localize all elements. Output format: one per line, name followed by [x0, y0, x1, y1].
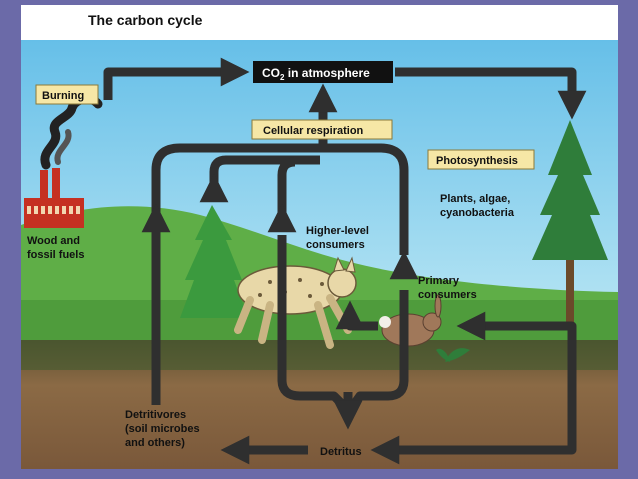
burning-label: Burning: [42, 90, 84, 102]
co2-label: CO2 in atmosphere: [262, 66, 370, 82]
cellular-respiration-label: Cellular respiration: [263, 125, 364, 137]
arrow-tree-to-detritus: [370, 330, 577, 465]
diagram-title: The carbon cycle: [88, 12, 203, 28]
photosynthesis-box: [427, 149, 535, 170]
primary-label-line1: Primary: [418, 275, 460, 287]
wood-fossil-fuels-label: Wood and fossil fuels: [27, 235, 84, 261]
detritivores-label: Detritivores (soil microbes and others): [125, 409, 203, 449]
detritivores-label-line2: (soil microbes: [125, 423, 200, 435]
smoke-plume-2: [54, 129, 72, 165]
plants-label: Plants, algae, cyanobacteria: [440, 193, 515, 219]
wood-label-line1: Wood and: [27, 235, 80, 247]
plants-label-line2: cyanobacteria: [440, 207, 515, 219]
arrow-primary-to-higher: [335, 300, 378, 331]
arrow-photosynthesis-to-primary: [456, 311, 577, 341]
co2-label-sub: 2: [280, 73, 285, 82]
arrow-burning-to-co2: [103, 57, 250, 100]
arrow-co2-to-photosynthesis: [395, 67, 587, 120]
wood-label-line2: fossil fuels: [27, 249, 84, 261]
topsoil-band: [21, 340, 618, 370]
detritivores-label-line1: Detritivores: [125, 409, 186, 421]
higher-label-line1: Higher-level: [306, 225, 369, 237]
small-plant-icon: [436, 348, 470, 362]
small-tree-icon: [180, 205, 248, 318]
higher-level-consumers-label: Higher-level consumers: [306, 225, 372, 251]
cycle-arrows: [103, 57, 587, 465]
cellular-respiration-box: [251, 119, 393, 140]
co2-label-rest: in atmosphere: [284, 66, 370, 80]
primary-label-line2: consumers: [418, 289, 477, 301]
primary-consumers-label: Primary consumers: [418, 275, 477, 301]
co2-label-main: CO: [262, 66, 280, 80]
factory-icon: [24, 168, 84, 228]
co2-box: [253, 61, 393, 83]
detritus-label: Detritus: [320, 446, 362, 458]
plants-label-line1: Plants, algae,: [440, 193, 510, 205]
burning-box: [35, 84, 99, 105]
detritivores-label-line3: and others): [125, 437, 185, 449]
higher-label-line2: consumers: [306, 239, 365, 251]
conifer-tree-icon: [532, 120, 608, 330]
photosynthesis-label: Photosynthesis: [436, 155, 518, 167]
bobcat-icon: [234, 256, 357, 349]
